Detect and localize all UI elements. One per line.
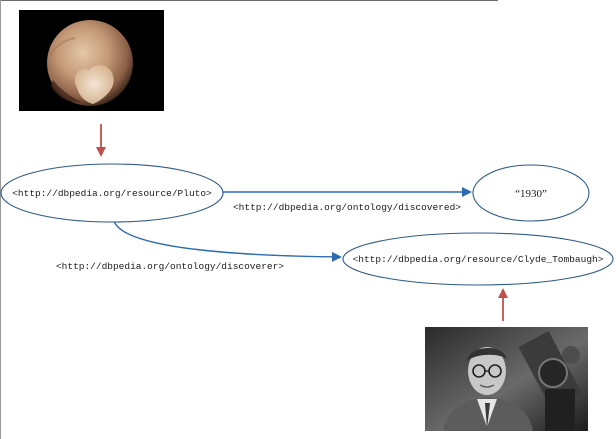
slide-top-border — [0, 0, 498, 1]
clyde-tombaugh-image — [425, 327, 588, 431]
node-pluto-label: <http://dbpedia.org/resource/Pluto> — [12, 188, 212, 199]
node-year-1930: “1930” — [472, 164, 590, 222]
node-year-label: “1930” — [515, 188, 547, 200]
node-clyde-tombaugh: <http://dbpedia.org/resource/Clyde_Tomba… — [342, 232, 614, 286]
edge-discovered-label: <http://dbpedia.org/ontology/discovered> — [233, 202, 461, 213]
slide-left-border — [0, 0, 1, 439]
node-tombaugh-label: <http://dbpedia.org/resource/Clyde_Tomba… — [353, 254, 604, 265]
edge-discoverer — [113, 220, 342, 262]
node-pluto: <http://dbpedia.org/resource/Pluto> — [0, 163, 224, 223]
pluto-image — [19, 10, 164, 111]
edge-discoverer-label: <http://dbpedia.org/ontology/discoverer> — [56, 261, 284, 272]
